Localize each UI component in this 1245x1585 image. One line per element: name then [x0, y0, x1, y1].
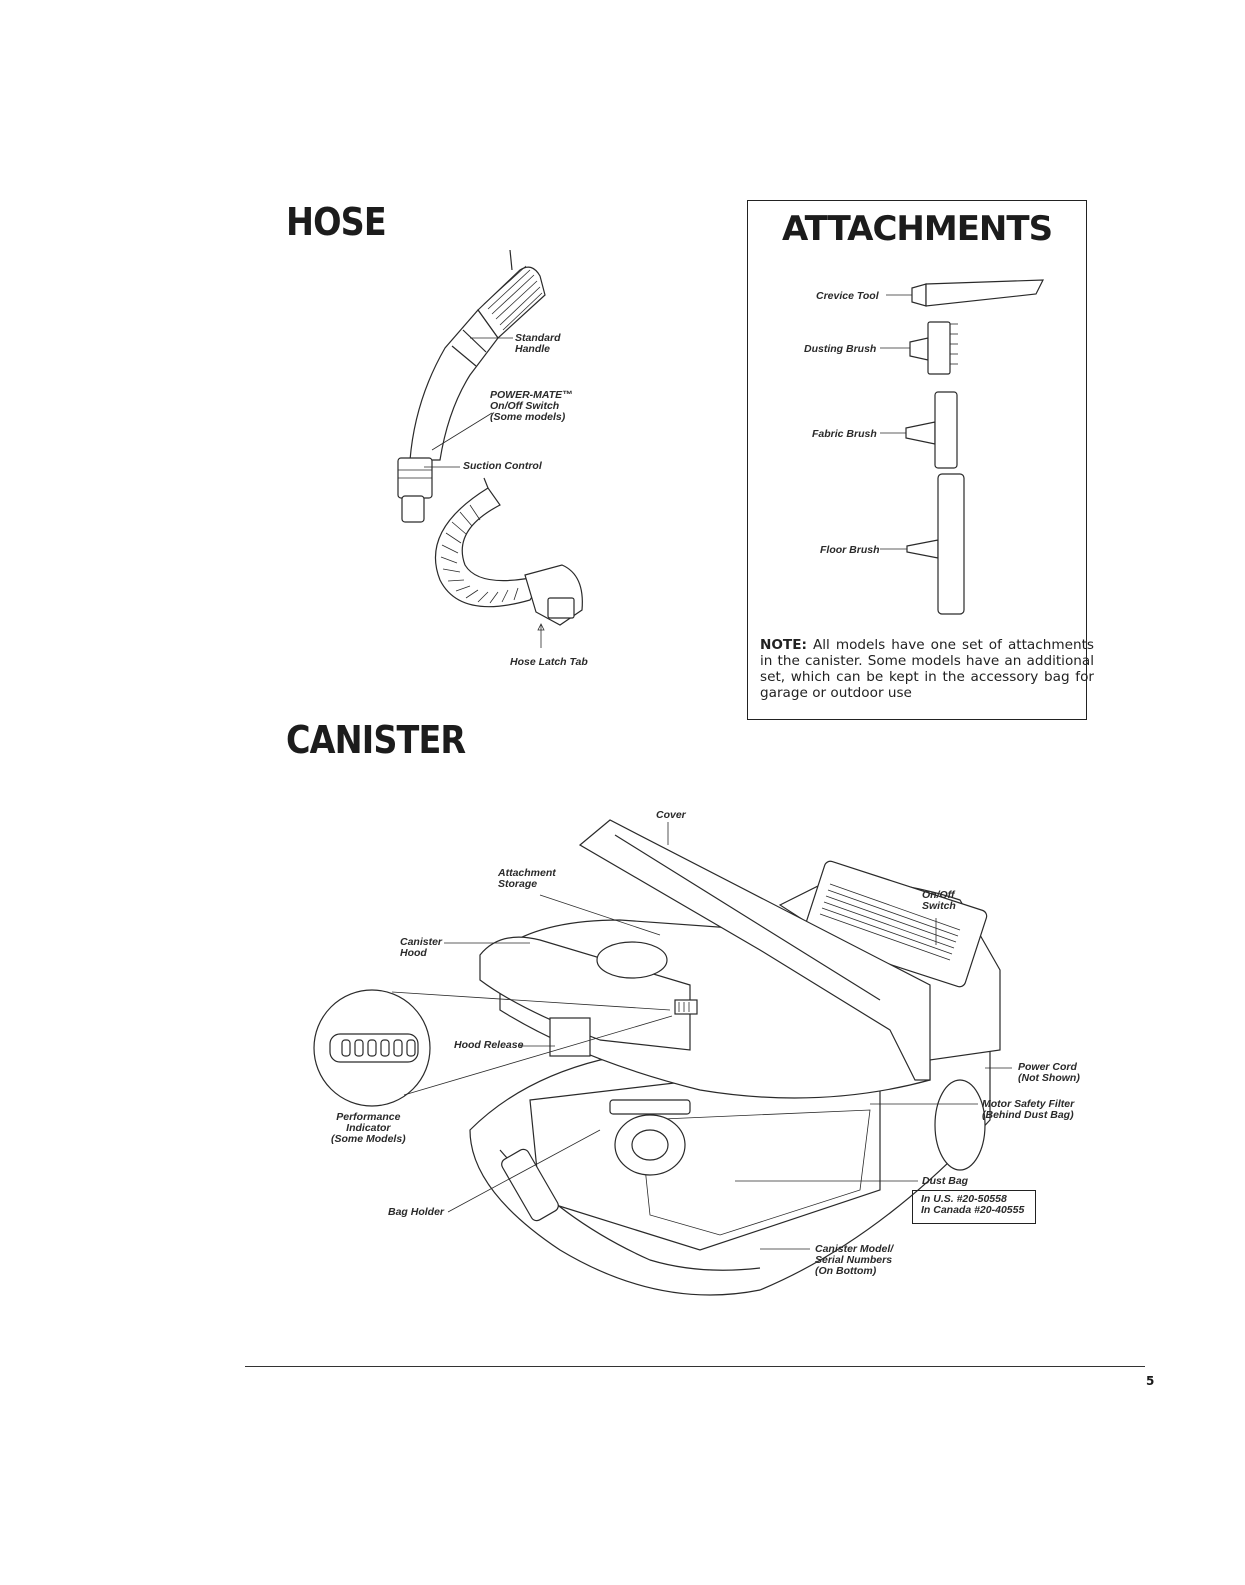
- hose-section-title: HOSE: [286, 200, 387, 244]
- canister-illustration: [313, 819, 1012, 1296]
- suction-control-label: Suction Control: [463, 460, 542, 472]
- fabric-brush-label: Fabric Brush: [812, 428, 877, 440]
- model-serial-label: Canister Model/Serial Numbers(On Bottom): [815, 1243, 894, 1277]
- page-number: 5: [1146, 1374, 1155, 1388]
- cover-label: Cover: [656, 809, 686, 821]
- canister-section-title: CANISTER: [286, 718, 466, 762]
- attachments-title: ATTACHMENTS: [781, 209, 1053, 249]
- attachments-illustration: [880, 279, 1044, 615]
- dust-bag-part-numbers-box: In U.S. #20-50558 In Canada #20-40555: [912, 1190, 1036, 1224]
- floor-brush-label: Floor Brush: [820, 544, 880, 556]
- hose-illustration: [397, 249, 583, 648]
- hood-release-label: Hood Release: [454, 1039, 524, 1051]
- dust-bag-label: Dust Bag: [922, 1175, 969, 1187]
- footer-rule: [245, 1366, 1145, 1367]
- attachments-note: NOTE: All models have one set of attachm…: [760, 637, 1094, 701]
- dusting-brush-label: Dusting Brush: [804, 343, 877, 355]
- power-cord-label: Power Cord(Not Shown): [1018, 1061, 1080, 1084]
- dust-bag-us-part-number: In U.S. #20-50558: [921, 1193, 1007, 1205]
- motor-safety-filter-label: Motor Safety Filter(Behind Dust Bag): [982, 1098, 1075, 1121]
- crevice-tool-label: Crevice Tool: [816, 290, 879, 302]
- hose-latch-tab-label: Hose Latch Tab: [510, 656, 588, 668]
- bag-holder-label: Bag Holder: [388, 1206, 445, 1218]
- attachments-box: ATTACHMENTS Crevice Tool Dusting Brush F…: [747, 200, 1094, 720]
- dust-bag-canada-part-number: In Canada #20-40555: [921, 1204, 1025, 1216]
